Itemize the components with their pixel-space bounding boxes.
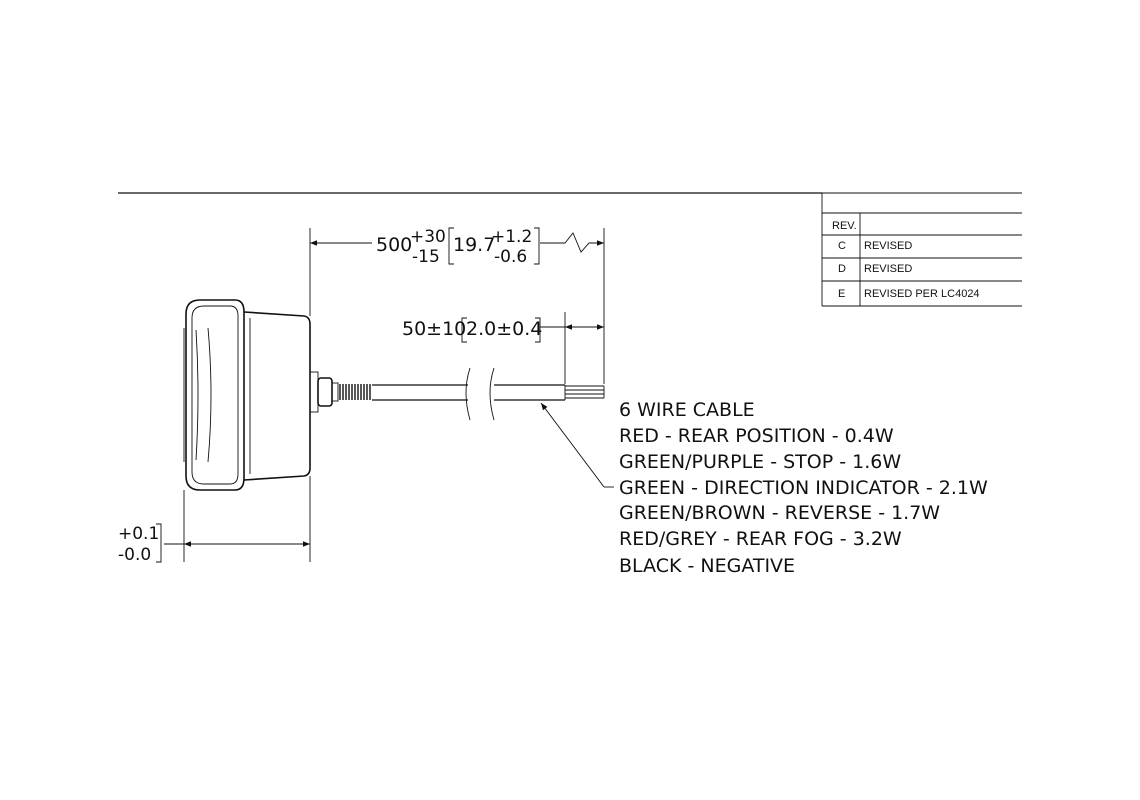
- lamp-body: [183, 299, 371, 491]
- wire-note-item: RED/GREY - REAR FOG - 3.2W: [619, 528, 902, 550]
- wire-notes-title: 6 WIRE CABLE: [619, 399, 755, 421]
- cable: [372, 367, 605, 421]
- body-depth-tol-minus: -0.0: [118, 545, 151, 565]
- revision-table-header: REV.: [832, 220, 857, 232]
- cable-length-tol-minus: -15: [412, 247, 440, 267]
- cable-length-inch-nominal: 19.7: [453, 234, 495, 256]
- revision-desc-c: REVISED: [864, 240, 912, 252]
- revision-desc-e: REVISED PER LC4024: [864, 288, 980, 300]
- revision-table: REV. C REVISED D REVISED E REVISED PER L…: [821, 192, 1022, 307]
- wire-note-item: BLACK - NEGATIVE: [619, 555, 795, 577]
- strip-length-inch: 2.0±0.4: [466, 318, 542, 340]
- revision-desc-d: REVISED: [864, 263, 912, 275]
- cable-length-inch-plus: +1.2: [491, 227, 532, 247]
- dimension-body-depth: +0.1 -0.0: [118, 476, 311, 565]
- wire-note-item: GREEN/BROWN - REVERSE - 1.7W: [619, 502, 940, 524]
- dimension-strip-length: 50±10 2.0±0.4: [402, 312, 604, 384]
- wire-notes: 6 WIRE CABLE RED - REAR POSITION - 0.4W …: [619, 399, 988, 577]
- cable-length-nominal: 500: [376, 234, 412, 256]
- body-depth-tol-plus: +0.1: [118, 524, 159, 544]
- revision-rev-c: C: [838, 240, 846, 252]
- wire-note-leader: [540, 402, 614, 488]
- dimension-cable-length: 500 +30 -15 19.7 +1.2 -0.6: [309, 227, 605, 384]
- strip-length-value: 50±10: [402, 318, 466, 340]
- cable-length-inch-minus: -0.6: [494, 247, 527, 267]
- revision-rev-d: D: [838, 263, 846, 275]
- wire-note-item: RED - REAR POSITION - 0.4W: [619, 425, 894, 447]
- cable-length-tol-plus: +30: [410, 227, 446, 247]
- wire-note-item: GREEN - DIRECTION INDICATOR - 2.1W: [619, 477, 988, 499]
- thread-pattern: [339, 384, 371, 400]
- wire-note-item: GREEN/PURPLE - STOP - 1.6W: [619, 451, 901, 473]
- revision-rev-e: E: [838, 288, 845, 300]
